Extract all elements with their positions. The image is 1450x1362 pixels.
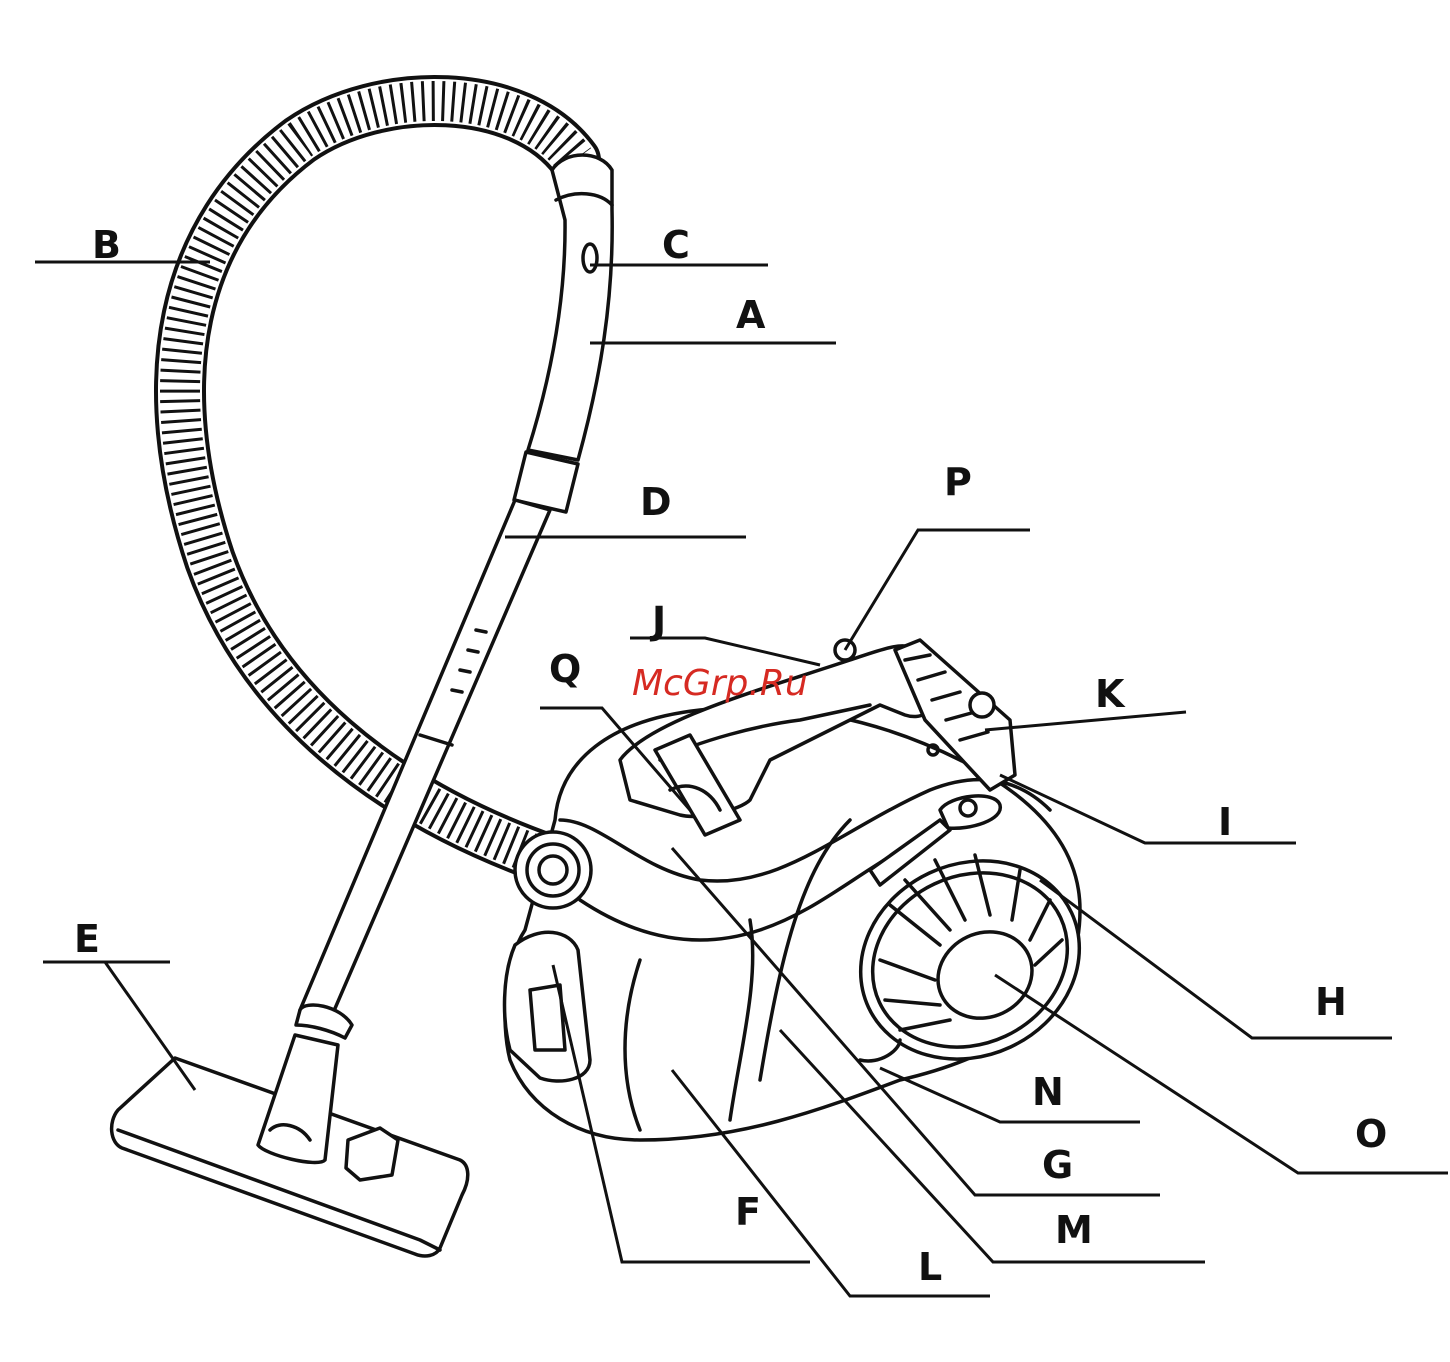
label-d: D xyxy=(640,480,672,524)
label-c: C xyxy=(662,223,690,267)
power-button-icon xyxy=(970,693,994,717)
label-b: B xyxy=(92,223,121,267)
label-o: O xyxy=(1355,1112,1387,1156)
vacuum-body xyxy=(505,640,1113,1140)
label-h: H xyxy=(1315,980,1347,1024)
label-p: P xyxy=(944,460,972,504)
label-e: E xyxy=(74,917,100,961)
label-q: Q xyxy=(549,647,581,691)
label-k: K xyxy=(1095,672,1126,716)
label-l: L xyxy=(918,1245,942,1289)
label-a: A xyxy=(736,293,766,337)
leader-k xyxy=(985,712,1186,730)
flexible-hose xyxy=(180,101,575,860)
floor-brush xyxy=(112,1035,468,1256)
label-g: G xyxy=(1042,1143,1073,1187)
leader-p xyxy=(845,530,1030,650)
leader-e xyxy=(105,962,195,1090)
label-j: J xyxy=(649,599,666,643)
suction-regulator-icon xyxy=(583,244,597,272)
label-f: F xyxy=(735,1190,761,1234)
label-m: M xyxy=(1055,1208,1093,1252)
watermark-text: McGrp.Ru xyxy=(632,663,808,704)
label-i: I xyxy=(1218,800,1232,844)
hose-handle xyxy=(528,155,612,460)
label-n: N xyxy=(1032,1070,1064,1114)
